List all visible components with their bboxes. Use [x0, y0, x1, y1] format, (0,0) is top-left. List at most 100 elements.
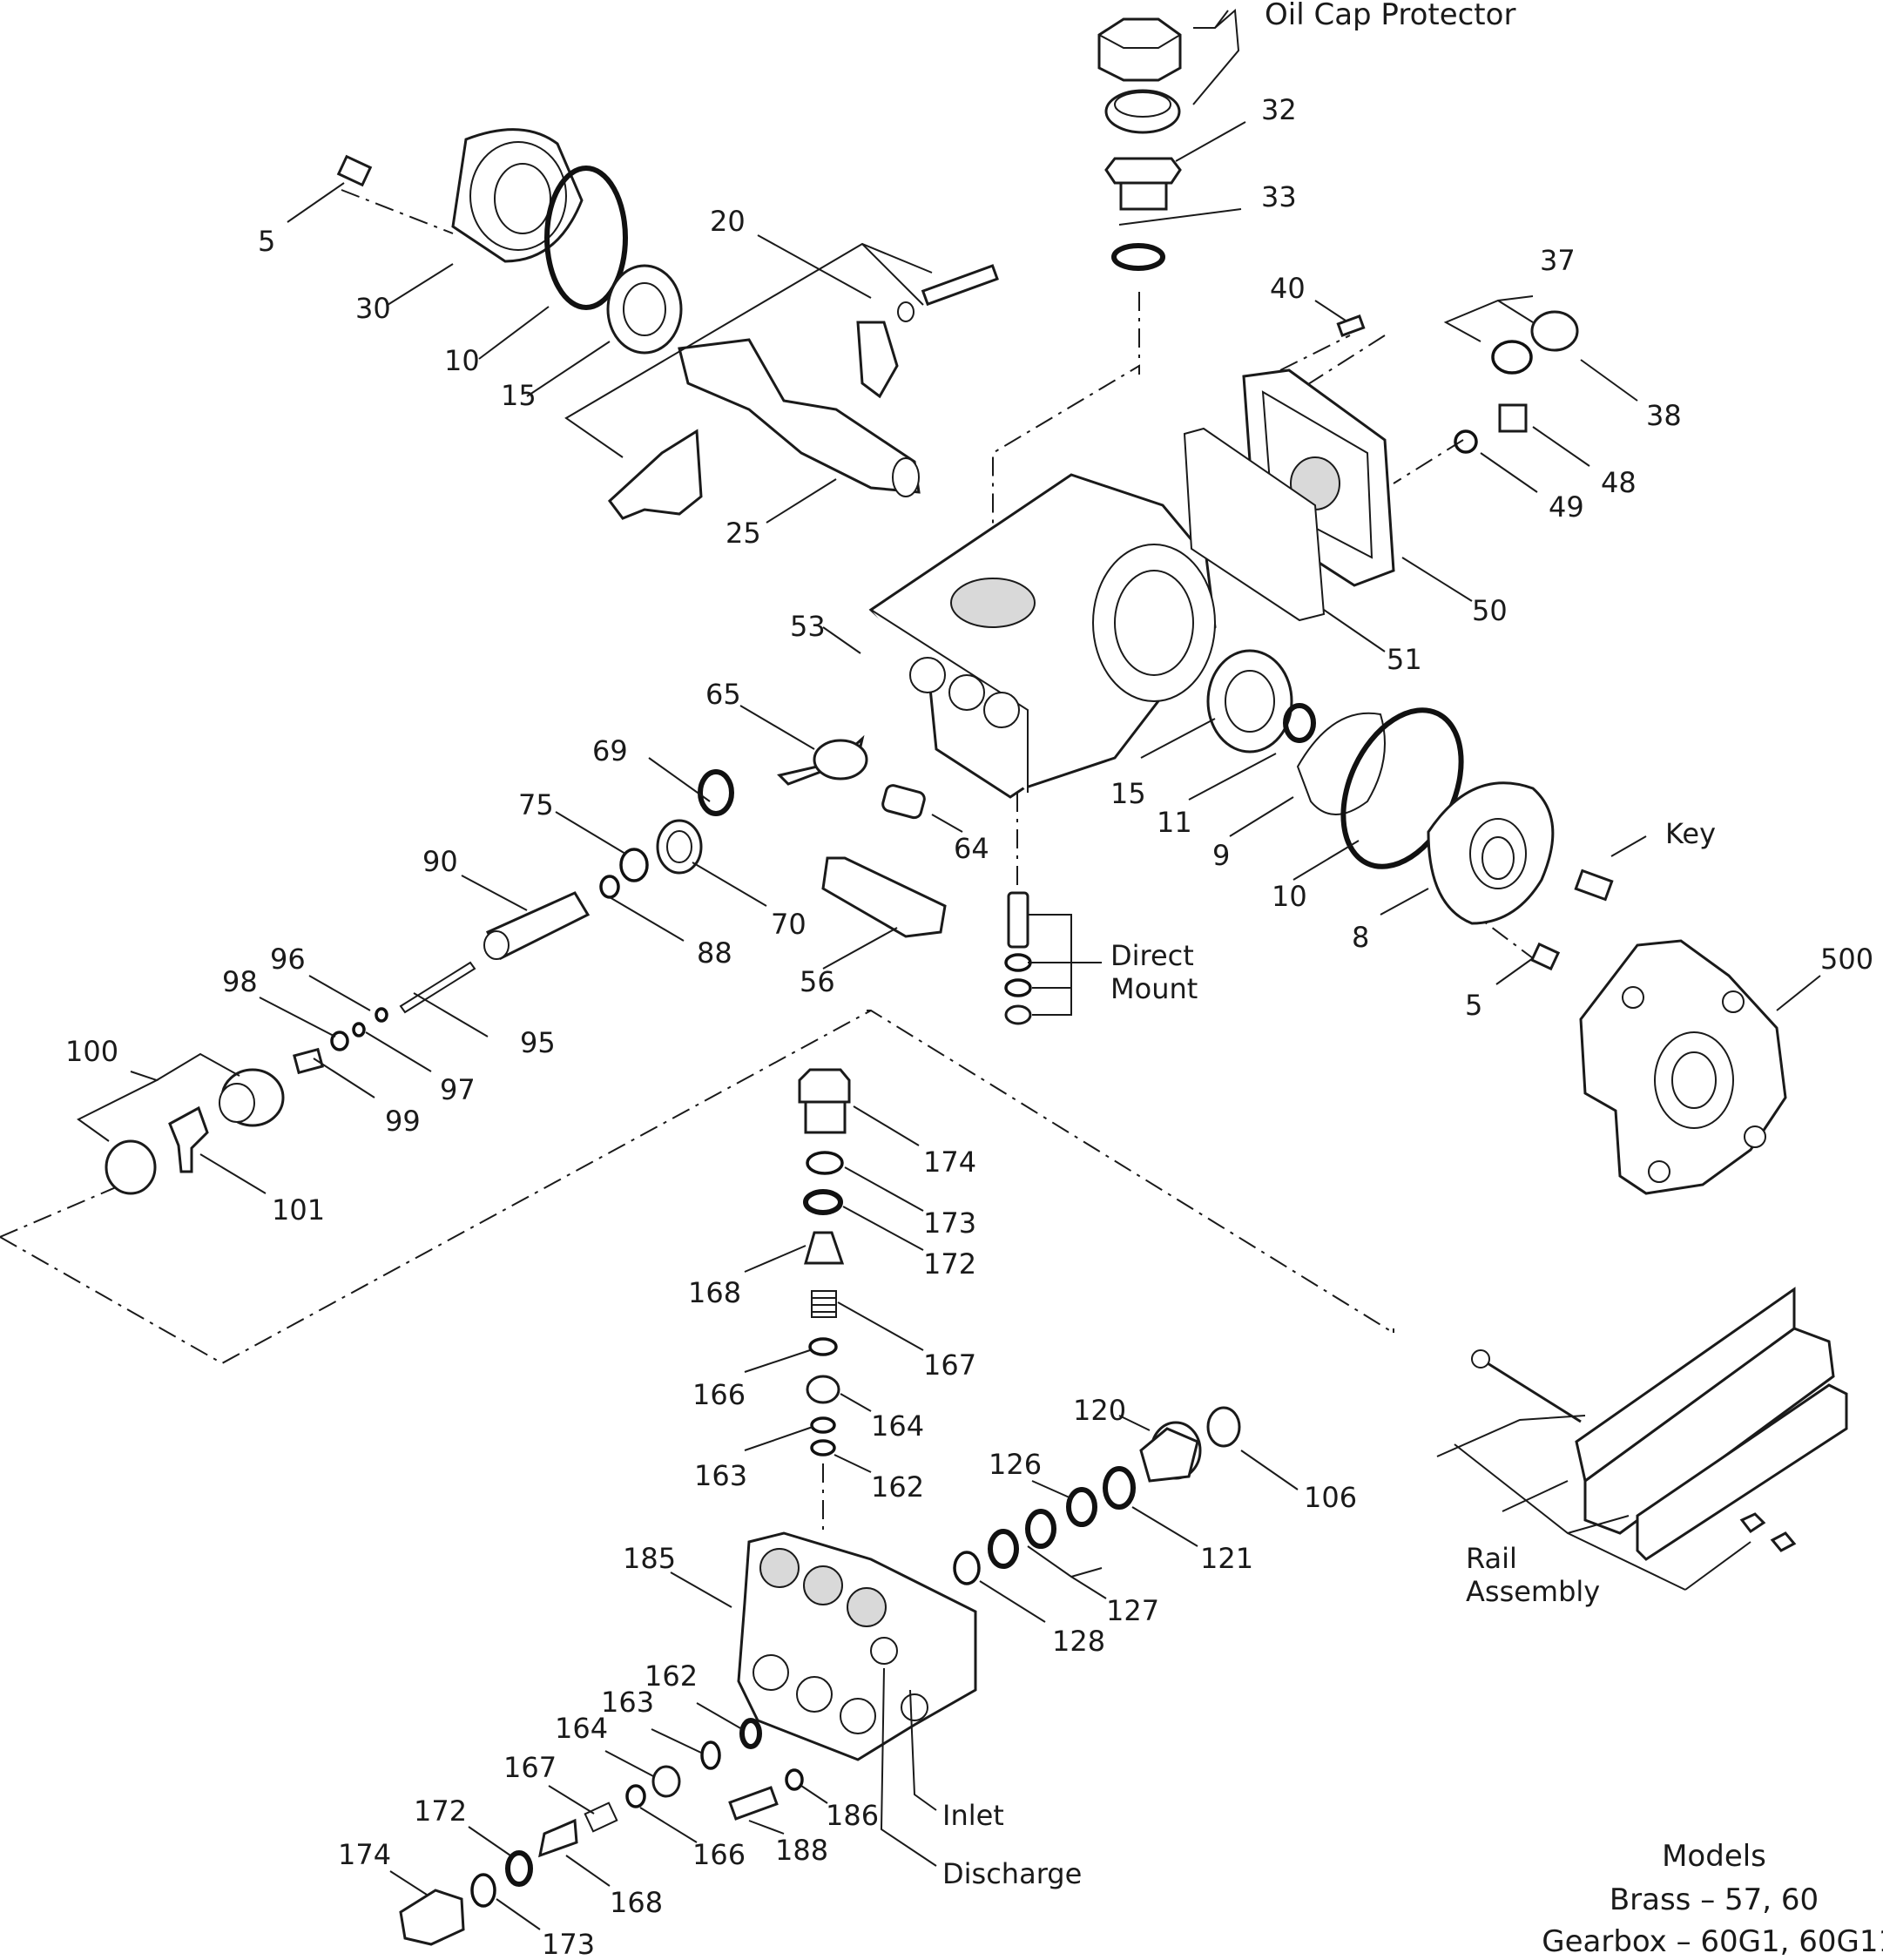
part-101-key: [168, 1105, 209, 1173]
part-168-retainer-bot: [538, 1818, 578, 1858]
label-162-top: 162: [871, 1470, 924, 1504]
label-32: 32: [1261, 93, 1297, 126]
label-90: 90: [422, 845, 458, 878]
part-166-washer-top: [808, 1337, 838, 1356]
label-5-top: 5: [258, 225, 275, 258]
label-33: 33: [1261, 180, 1297, 213]
label-53: 53: [790, 610, 826, 643]
part-98-ring: [330, 1031, 349, 1051]
part-97-ring: [352, 1022, 366, 1037]
label-106: 106: [1304, 1481, 1357, 1514]
part-8-bearing-cover: [1427, 781, 1555, 925]
label-mount: Mount: [1110, 972, 1198, 1005]
part-120-retainer: [1139, 1421, 1202, 1483]
part-168-retainer-top: [804, 1231, 845, 1265]
label-164-top: 164: [871, 1409, 924, 1443]
label-163-bot: 163: [601, 1686, 654, 1719]
label-167-top: 167: [923, 1348, 976, 1382]
part-174-plug-top: [798, 1068, 851, 1134]
label-56: 56: [800, 965, 835, 998]
part-99-nut: [293, 1047, 324, 1075]
label-167-bot: 167: [503, 1751, 557, 1784]
label-rail: Rail: [1466, 1542, 1517, 1575]
label-164-bot: 164: [555, 1712, 608, 1745]
assembly-dash-lines: [0, 189, 1534, 1533]
part-128-ring: [953, 1551, 981, 1585]
part-100-sleeve: [105, 1068, 285, 1195]
part-90-plunger: [483, 891, 591, 961]
label-40: 40: [1270, 272, 1306, 305]
part-172-ring-top: [803, 1189, 843, 1215]
rail-assembly-part: [1471, 1287, 1848, 1561]
label-120: 120: [1073, 1394, 1126, 1427]
label-69: 69: [592, 734, 628, 767]
part-37-plug: [1491, 310, 1579, 375]
label-9: 9: [1212, 839, 1230, 872]
part-64-pin: [881, 784, 926, 820]
part-51-gasket: [1183, 427, 1326, 622]
part-167-spring-top: [811, 1290, 837, 1318]
part-65-plunger-rod: [777, 734, 868, 786]
part-88-ring: [599, 875, 620, 899]
label-96: 96: [270, 943, 306, 976]
label-168-bot: 168: [610, 1886, 663, 1919]
part-10-oring-left: [544, 166, 628, 310]
label-70: 70: [771, 908, 807, 941]
part-121-oring: [1103, 1466, 1136, 1510]
label-50: 50: [1472, 594, 1508, 627]
label-oil-cap-protector: Oil Cap Protector: [1265, 0, 1515, 32]
label-direct: Direct: [1110, 939, 1194, 972]
label-10-mid: 10: [1272, 880, 1307, 913]
label-11: 11: [1157, 806, 1192, 839]
label-95: 95: [520, 1026, 556, 1059]
part-163-ring-bot: [700, 1740, 721, 1770]
label-49: 49: [1549, 490, 1584, 524]
part-164-valve-bot: [651, 1765, 681, 1798]
label-75: 75: [518, 788, 554, 821]
label-10-top: 10: [444, 344, 480, 377]
label-127: 127: [1106, 1594, 1159, 1627]
part-166-washer-bot: [625, 1784, 646, 1808]
part-20-rod-bolt: [897, 264, 999, 322]
part-185-manifold: [737, 1531, 977, 1761]
part-48-drain-plug: [1498, 403, 1528, 433]
part-172-ring-bot: [505, 1850, 533, 1887]
label-15-top: 15: [501, 379, 537, 412]
part-15-bearing-right: [1206, 649, 1293, 754]
label-20: 20: [710, 205, 746, 238]
part-162-ring-bot: [739, 1718, 762, 1749]
label-48: 48: [1601, 466, 1637, 499]
oil-cap-protector-part: [1097, 17, 1182, 82]
label-163-top: 163: [694, 1459, 747, 1492]
label-99: 99: [385, 1105, 421, 1138]
label-173-top: 173: [923, 1206, 976, 1240]
label-173-bot: 173: [542, 1928, 595, 1960]
label-100: 100: [65, 1035, 118, 1068]
part-167-spring-bot: [584, 1801, 618, 1833]
part-20-connecting-rod: [607, 321, 899, 520]
part-96-ring: [375, 1007, 388, 1023]
label-37: 37: [1540, 244, 1576, 277]
part-5-screw-top: [336, 154, 373, 187]
part-32-washer: [1104, 89, 1181, 134]
part-11-seal: [1283, 703, 1316, 743]
part-75-washer: [619, 848, 649, 882]
key-part: [1574, 868, 1614, 902]
part-40-screw: [1336, 314, 1366, 337]
part-173-ring-bot: [470, 1873, 496, 1908]
label-88: 88: [697, 936, 732, 970]
direct-mount-hardware: [1004, 891, 1032, 1025]
part-15-bearing-left: [606, 264, 683, 355]
label-186: 186: [826, 1799, 879, 1832]
part-174-plug-bot: [399, 1889, 465, 1946]
label-101: 101: [272, 1193, 325, 1227]
label-25: 25: [726, 517, 761, 550]
label-121: 121: [1200, 1542, 1253, 1575]
label-15-mid: 15: [1110, 777, 1146, 810]
part-126-seal: [1066, 1487, 1097, 1527]
label-51: 51: [1387, 643, 1422, 676]
part-49-oring: [1454, 429, 1478, 454]
models-heading: Models: [1662, 1839, 1766, 1874]
part-186-ring: [785, 1768, 804, 1791]
